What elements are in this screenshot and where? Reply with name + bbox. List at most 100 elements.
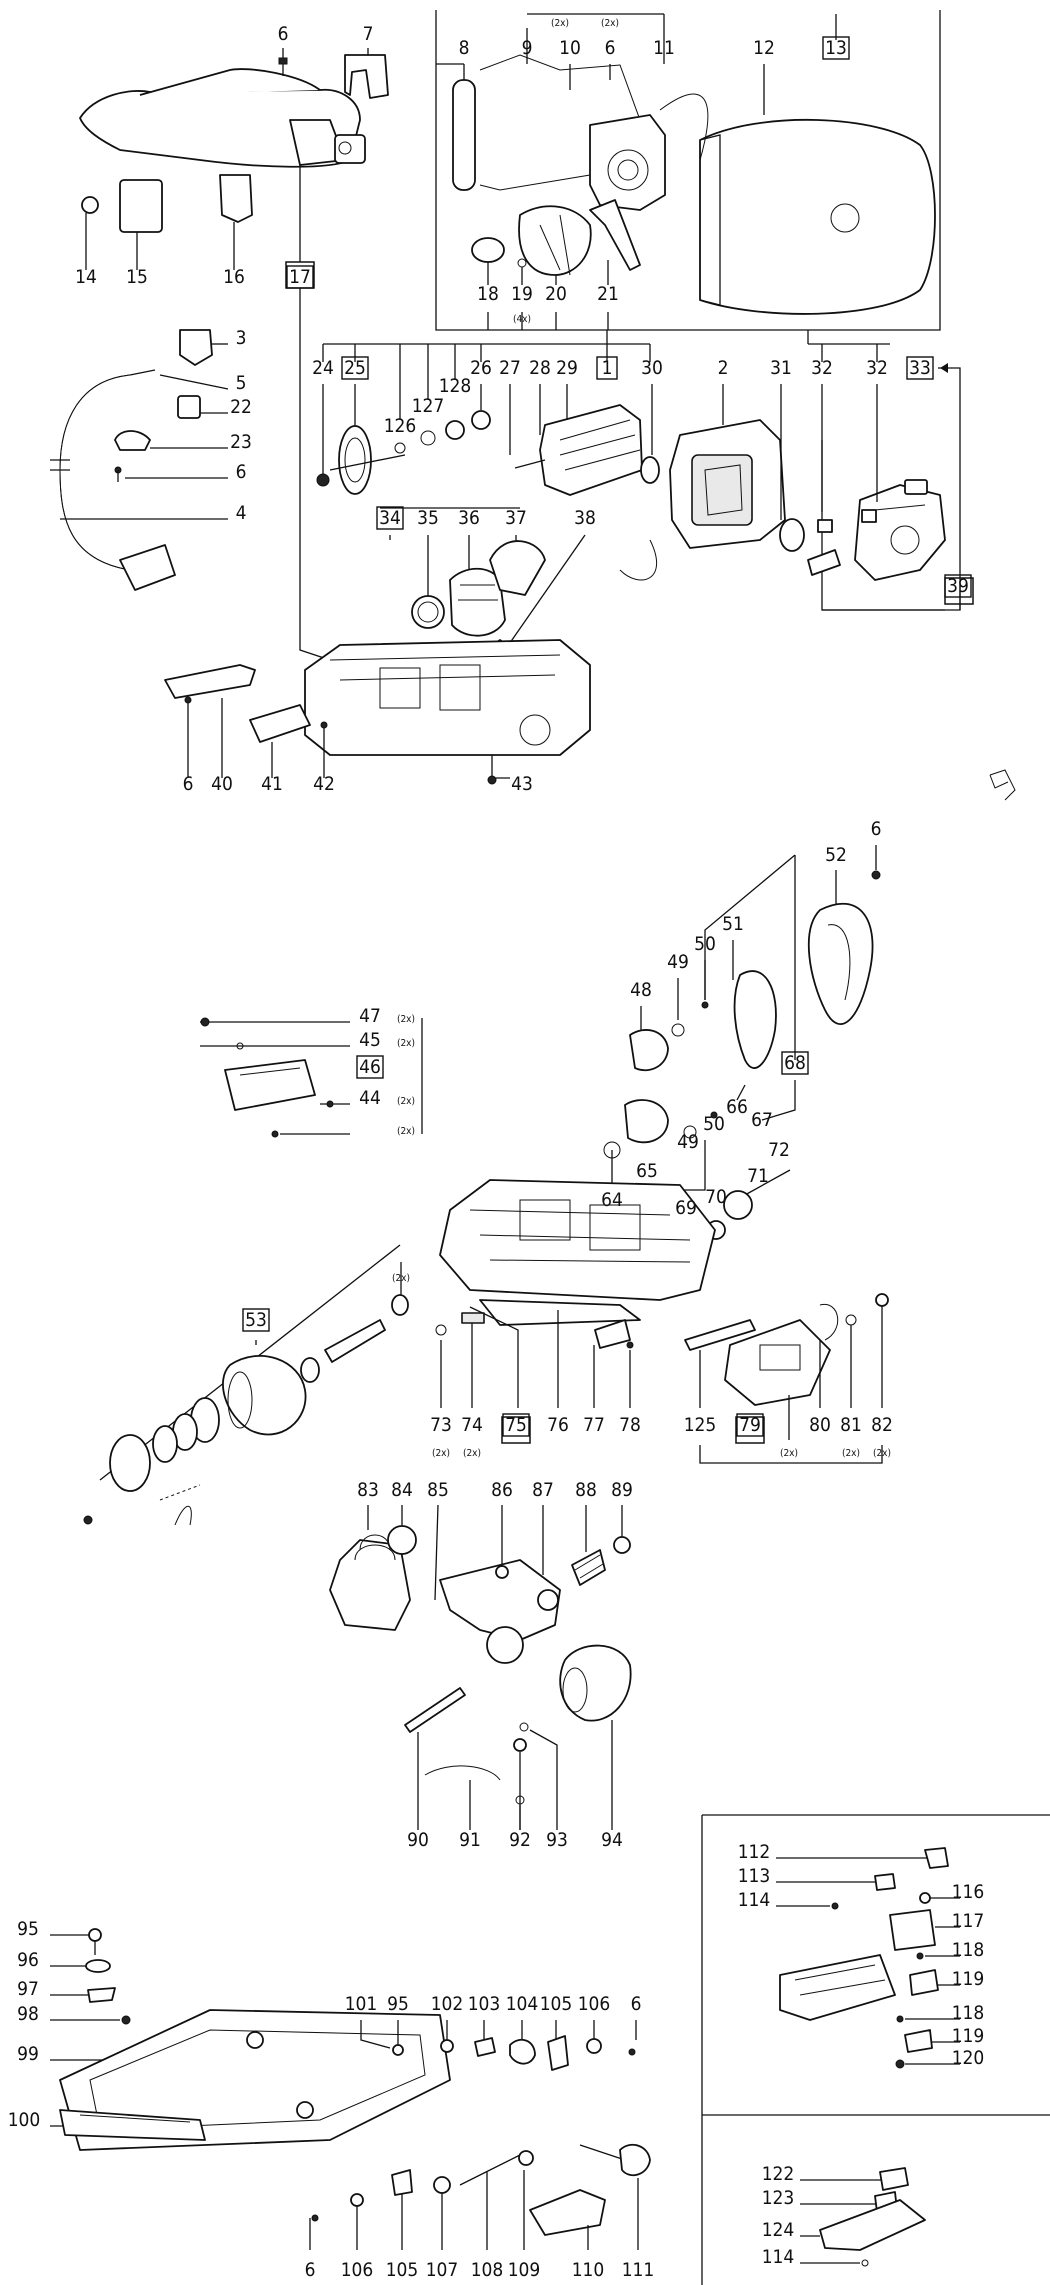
quantity-label: (2x) bbox=[392, 1273, 410, 1284]
part-label-36: 36 bbox=[458, 507, 480, 529]
part-label-80: 80 bbox=[809, 1414, 831, 1436]
part-label-83: 83 bbox=[357, 1479, 379, 1501]
quantity-label: (2x) bbox=[397, 1126, 415, 1137]
part-label-35: 35 bbox=[417, 507, 439, 529]
rotate-arrow-icon bbox=[989, 769, 1016, 801]
part-label-128: 128 bbox=[439, 375, 472, 397]
part-label-6: 6 bbox=[605, 37, 616, 59]
part-label-88: 88 bbox=[575, 1479, 597, 1501]
part-label-112: 112 bbox=[738, 1841, 771, 1863]
part-label-76: 76 bbox=[547, 1414, 569, 1436]
part-label-29: 29 bbox=[556, 357, 578, 379]
part-label-24: 24 bbox=[312, 357, 334, 379]
part-label-68: 68 bbox=[784, 1052, 806, 1074]
part-label-111: 111 bbox=[622, 2259, 655, 2281]
part-label-125: 125 bbox=[684, 1414, 717, 1436]
part-label-122: 122 bbox=[762, 2163, 795, 2185]
part-label-box bbox=[906, 356, 934, 380]
part-label-113: 113 bbox=[738, 1865, 771, 1887]
part-label-53: 53 bbox=[245, 1309, 267, 1331]
lever-section bbox=[329, 1504, 632, 1830]
part-label-5: 5 bbox=[236, 372, 247, 394]
part-label-70: 70 bbox=[705, 1186, 727, 1208]
part-label-98: 98 bbox=[17, 2003, 39, 2025]
part-label-49: 49 bbox=[667, 951, 689, 973]
part-label-69: 69 bbox=[675, 1197, 697, 1219]
quantity-label: (2x) bbox=[397, 1014, 415, 1025]
part-label-106: 106 bbox=[341, 2259, 374, 2281]
part-label-82: 82 bbox=[871, 1414, 893, 1436]
part-label-6: 6 bbox=[278, 23, 289, 45]
part-label-19: 19 bbox=[511, 283, 533, 305]
part-label-105: 105 bbox=[386, 2259, 419, 2281]
part-label-box bbox=[286, 265, 314, 289]
part-label-95: 95 bbox=[17, 1918, 39, 1940]
quantity-label: (2x) bbox=[601, 18, 619, 29]
part-label-11: 11 bbox=[653, 37, 675, 59]
part-label-72: 72 bbox=[768, 1139, 790, 1161]
quantity-label: (4x) bbox=[513, 314, 531, 325]
part-label-92: 92 bbox=[509, 1829, 531, 1851]
part-label-81: 81 bbox=[840, 1414, 862, 1436]
part-label-48: 48 bbox=[630, 979, 652, 1001]
quantity-label: (2x) bbox=[873, 1448, 891, 1459]
part-label-84: 84 bbox=[391, 1479, 413, 1501]
part-label-117: 117 bbox=[952, 1910, 985, 1932]
part-label-49: 49 bbox=[677, 1131, 699, 1153]
part-label-66: 66 bbox=[726, 1096, 748, 1118]
part-label-74: 74 bbox=[461, 1414, 483, 1436]
part-label-44: 44 bbox=[359, 1087, 381, 1109]
part-label-box bbox=[822, 36, 850, 60]
part-label-109: 109 bbox=[508, 2259, 541, 2281]
part-label-3: 3 bbox=[236, 327, 247, 349]
part-label-93: 93 bbox=[546, 1829, 568, 1851]
belt-section bbox=[83, 845, 889, 1526]
part-label-box bbox=[376, 506, 404, 530]
part-label-85: 85 bbox=[427, 1479, 449, 1501]
part-label-75: 75 bbox=[505, 1414, 527, 1436]
part-label-30: 30 bbox=[641, 357, 663, 379]
part-label-100: 100 bbox=[8, 2109, 41, 2131]
detail-panels bbox=[701, 1814, 1050, 2285]
part-label-78: 78 bbox=[619, 1414, 641, 1436]
motor-section bbox=[50, 10, 1016, 801]
part-label-box bbox=[781, 1051, 809, 1075]
part-label-31: 31 bbox=[770, 357, 792, 379]
part-label-34: 34 bbox=[379, 507, 401, 529]
part-label-2: 2 bbox=[718, 357, 729, 379]
part-label-51: 51 bbox=[722, 913, 744, 935]
part-label-67: 67 bbox=[751, 1109, 773, 1131]
quantity-label: (2x) bbox=[397, 1096, 415, 1107]
part-label-20: 20 bbox=[545, 283, 567, 305]
part-label-47: 47 bbox=[359, 1005, 381, 1027]
quantity-labels: (2x)(2x)(4x)(2x)(2x)(2x)(2x)(2x)(2x)(2x)… bbox=[392, 18, 891, 1459]
part-label-118: 118 bbox=[952, 2002, 985, 2024]
part-label-8: 8 bbox=[459, 37, 470, 59]
part-label-box bbox=[242, 1308, 270, 1332]
part-label-27: 27 bbox=[499, 357, 521, 379]
part-label-87: 87 bbox=[532, 1479, 554, 1501]
part-label-15: 15 bbox=[126, 266, 148, 288]
part-label-7: 7 bbox=[363, 23, 374, 45]
part-label-39: 39 bbox=[947, 575, 969, 597]
part-label-97: 97 bbox=[17, 1978, 39, 2000]
part-label-94: 94 bbox=[601, 1829, 623, 1851]
part-label-108: 108 bbox=[471, 2259, 504, 2281]
part-label-13: 13 bbox=[825, 37, 847, 59]
part-label-77: 77 bbox=[583, 1414, 605, 1436]
part-label-126: 126 bbox=[384, 415, 417, 437]
part-label-79: 79 bbox=[739, 1414, 761, 1436]
part-label-6: 6 bbox=[183, 773, 194, 795]
part-label-104: 104 bbox=[506, 1993, 539, 2015]
part-label-114: 114 bbox=[738, 1889, 771, 1911]
part-label-123: 123 bbox=[762, 2187, 795, 2209]
part-label-1: 1 bbox=[602, 357, 613, 379]
part-label-102: 102 bbox=[431, 1993, 464, 2015]
quantity-label: (2x) bbox=[842, 1448, 860, 1459]
part-label-33: 33 bbox=[909, 357, 931, 379]
part-label-43: 43 bbox=[511, 773, 533, 795]
part-label-120: 120 bbox=[952, 2047, 985, 2069]
part-label-12: 12 bbox=[753, 37, 775, 59]
part-label-22: 22 bbox=[230, 396, 252, 418]
